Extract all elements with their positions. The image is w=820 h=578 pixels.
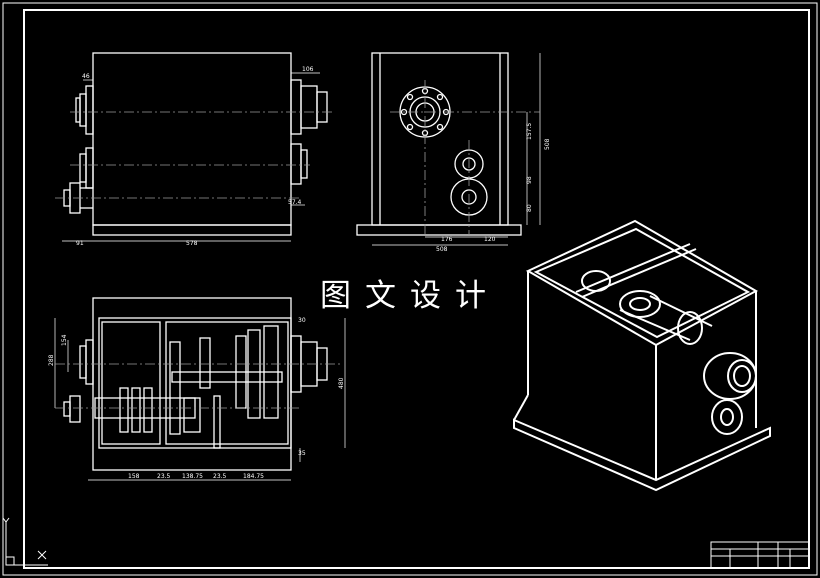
front-dim-3: 91 bbox=[76, 240, 84, 247]
front-dim-2: 57.4 bbox=[288, 199, 302, 206]
side-dim-4: 176 bbox=[441, 236, 453, 243]
top-dim-2: 480 bbox=[338, 377, 345, 389]
top-dim-7: 138.75 bbox=[182, 473, 203, 480]
side-dim-3: 80 bbox=[526, 204, 533, 212]
side-dim-6: 508 bbox=[436, 246, 448, 253]
side-dim-0: 157.5 bbox=[526, 123, 533, 140]
ucs-icon bbox=[2, 517, 48, 566]
top-dim-1: 288 bbox=[48, 354, 55, 366]
top-dim-3: 30 bbox=[298, 317, 306, 324]
side-dim-5: 120 bbox=[484, 236, 496, 243]
side-dim-1: 508 bbox=[544, 138, 551, 150]
top-dim-4: 35 bbox=[298, 450, 306, 457]
title-block bbox=[710, 541, 810, 569]
front-dim-1: 106 bbox=[302, 66, 314, 73]
isometric-view bbox=[513, 219, 771, 492]
top-dim-6: 23.5 bbox=[157, 473, 171, 480]
inner-frame bbox=[23, 9, 810, 569]
top-dim-0: 154 bbox=[61, 334, 68, 346]
side-view-base bbox=[356, 224, 522, 236]
top-dim-8: 23.5 bbox=[213, 473, 227, 480]
front-view-base bbox=[92, 224, 292, 236]
front-dim-0: 46 bbox=[82, 73, 90, 80]
top-dim-9: 184.75 bbox=[243, 473, 264, 480]
top-dim-5: 158 bbox=[128, 473, 140, 480]
side-dim-2: 98 bbox=[526, 176, 533, 184]
front-dim-4: 578 bbox=[186, 240, 198, 247]
